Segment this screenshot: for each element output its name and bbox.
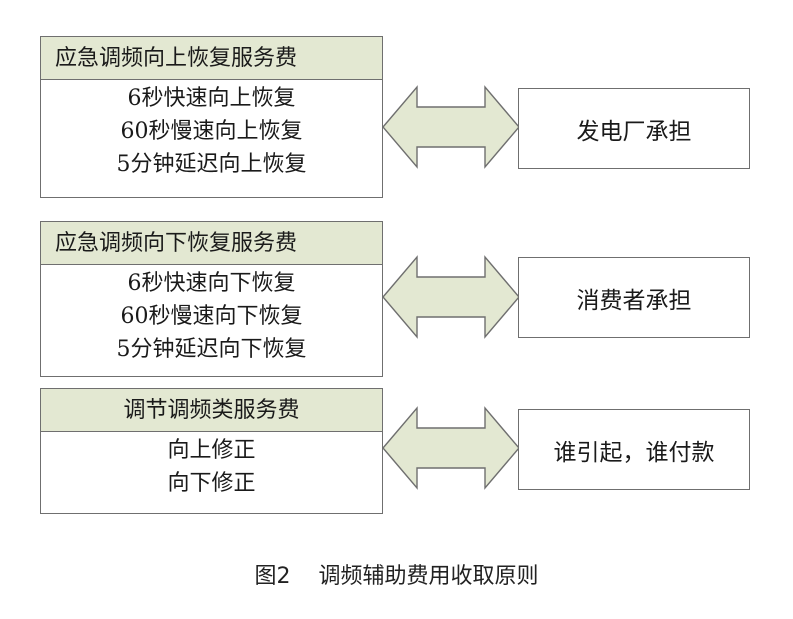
list-item: 向上修正 [167,438,256,463]
payer-box: 谁引起，谁付款 [518,409,750,490]
double-arrow-icon [382,255,520,339]
fee-group-up-recovery: 应急调频向上恢复服务费 6秒快速向上恢复 60秒慢速向上恢复 5分钟延迟向上恢复 [40,36,383,198]
figure-title: 调频辅助费用收取原则 [318,564,539,589]
list-item: 6秒快速向下恢复 [127,271,296,296]
list-item: 5分钟延迟向上恢复 [116,152,307,177]
double-arrow-icon [382,406,520,490]
list-item: 60秒慢速向上恢复 [120,119,303,144]
group-header: 应急调频向上恢复服务费 [41,37,382,80]
list-item: 5分钟延迟向下恢复 [116,337,307,362]
group-header: 调节调频类服务费 [41,389,382,432]
payer-box: 消费者承担 [518,257,750,338]
list-item: 60秒慢速向下恢复 [120,304,303,329]
fee-group-regulation: 调节调频类服务费 向上修正 向下修正 [40,388,383,514]
list-item: 向下修正 [167,471,256,496]
group-items: 向上修正 向下修正 [41,432,382,500]
double-arrow-icon [382,85,520,169]
group-items: 6秒快速向上恢复 60秒慢速向上恢复 5分钟延迟向上恢复 [41,80,382,181]
group-header: 应急调频向下恢复服务费 [41,222,382,265]
payer-box: 发电厂承担 [518,88,750,169]
fee-group-down-recovery: 应急调频向下恢复服务费 6秒快速向下恢复 60秒慢速向下恢复 5分钟延迟向下恢复 [40,221,383,377]
figure-number: 图2 [254,564,291,589]
list-item: 6秒快速向上恢复 [127,86,296,111]
group-items: 6秒快速向下恢复 60秒慢速向下恢复 5分钟延迟向下恢复 [41,265,382,366]
figure-caption: 图2 调频辅助费用收取原则 [0,558,793,590]
